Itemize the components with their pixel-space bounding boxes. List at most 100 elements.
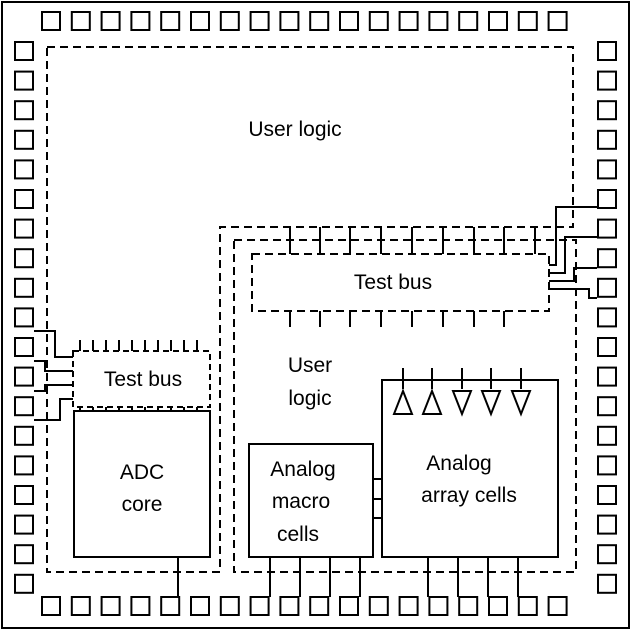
io-pad xyxy=(14,159,34,180)
buffer-down-icon xyxy=(480,390,502,417)
io-pad xyxy=(14,425,34,446)
io-pad xyxy=(597,337,617,357)
io-pad xyxy=(458,596,479,616)
io-pad xyxy=(41,596,61,616)
io-pad xyxy=(339,11,359,31)
io-pad xyxy=(517,596,538,616)
bottom-pad-wires xyxy=(269,557,519,597)
io-pad xyxy=(458,11,479,31)
adc-core-label-line1: ADC xyxy=(120,461,164,484)
io-pads-top xyxy=(41,11,568,31)
io-pad xyxy=(597,455,617,476)
io-pad xyxy=(14,514,34,535)
io-pad xyxy=(130,11,151,31)
io-pad xyxy=(14,396,34,417)
io-pad xyxy=(190,596,210,616)
io-pad xyxy=(249,11,270,31)
io-pad xyxy=(597,100,617,121)
buffer-down-icon xyxy=(510,390,532,417)
io-pad xyxy=(160,596,181,616)
io-pad xyxy=(14,218,34,239)
io-pad xyxy=(41,11,61,31)
user-logic-top-label: User logic xyxy=(248,118,341,141)
io-pad xyxy=(597,218,617,239)
io-pad xyxy=(14,544,34,565)
io-pad xyxy=(309,596,330,616)
analog-buffer-row xyxy=(392,368,532,417)
user-logic-inner-region xyxy=(233,239,577,573)
io-pads-right xyxy=(597,41,617,594)
io-pad xyxy=(70,11,91,31)
adc-core-label-line2: core xyxy=(122,493,163,516)
analog-macro-cells-block xyxy=(248,443,374,558)
buffer-down-icon xyxy=(451,390,473,417)
macro-array-interconnect xyxy=(373,478,382,519)
io-pad xyxy=(597,366,617,387)
io-pad xyxy=(488,11,508,31)
io-pad xyxy=(14,248,34,269)
io-pad xyxy=(597,573,617,594)
test-bus-left-label: Test bus xyxy=(104,368,182,391)
io-pad xyxy=(597,41,617,61)
test-bus-left xyxy=(72,350,211,408)
io-pad xyxy=(368,596,389,616)
io-pad xyxy=(597,129,617,150)
io-pad xyxy=(70,596,91,616)
buffer-up-icon xyxy=(392,388,414,415)
io-pad xyxy=(219,596,240,616)
analog-array-cells-block xyxy=(381,379,559,558)
user-logic-inner-label-line1: User xyxy=(288,354,332,377)
io-pads-left xyxy=(14,41,34,594)
io-pad xyxy=(488,596,508,616)
io-pad xyxy=(597,485,617,505)
adc-core-block xyxy=(73,410,211,558)
test-bus-right-label: Test bus xyxy=(354,271,432,294)
analog-macro-label-line1: Analog xyxy=(270,458,335,481)
user-logic-inner-label-line2: logic xyxy=(288,387,331,410)
io-pad xyxy=(14,573,34,594)
io-pad xyxy=(14,485,34,505)
user-logic-outer-region xyxy=(46,46,574,573)
io-pad xyxy=(14,455,34,476)
io-pad xyxy=(597,425,617,446)
io-pad xyxy=(14,100,34,121)
analog-array-label-line2: array cells xyxy=(421,484,517,507)
test-bus-left-pad-wires xyxy=(34,330,73,421)
io-pads-bottom xyxy=(41,596,568,616)
analog-array-label-line1: Analog xyxy=(426,452,491,475)
io-pad xyxy=(398,596,419,616)
io-pad xyxy=(14,277,34,298)
io-pad xyxy=(547,11,568,31)
io-pad xyxy=(398,11,419,31)
io-pad xyxy=(597,159,617,180)
analog-macro-label-line3: cells xyxy=(277,523,319,546)
io-pad xyxy=(190,11,210,31)
test-bus-right-stubs xyxy=(289,227,536,327)
io-pad xyxy=(597,70,617,91)
io-pad xyxy=(14,189,34,209)
io-pad xyxy=(597,307,617,328)
io-pad xyxy=(249,596,270,616)
io-pad xyxy=(160,11,181,31)
io-pad xyxy=(100,596,121,616)
io-pad xyxy=(517,11,538,31)
io-pad xyxy=(14,129,34,150)
io-pad xyxy=(428,11,449,31)
io-pad xyxy=(428,596,449,616)
io-pad xyxy=(279,596,300,616)
io-pad xyxy=(100,11,121,31)
io-pad xyxy=(597,514,617,535)
io-pad xyxy=(309,11,330,31)
io-pad xyxy=(547,596,568,616)
io-pad xyxy=(597,544,617,565)
io-pad xyxy=(14,41,34,61)
io-pad xyxy=(597,248,617,269)
io-pad xyxy=(14,366,34,387)
io-pad xyxy=(597,396,617,417)
io-pad xyxy=(14,307,34,328)
test-bus-right-pad-wires xyxy=(549,206,597,299)
io-pad xyxy=(368,11,389,31)
io-pad xyxy=(279,11,300,31)
buffer-up-icon xyxy=(421,388,443,415)
